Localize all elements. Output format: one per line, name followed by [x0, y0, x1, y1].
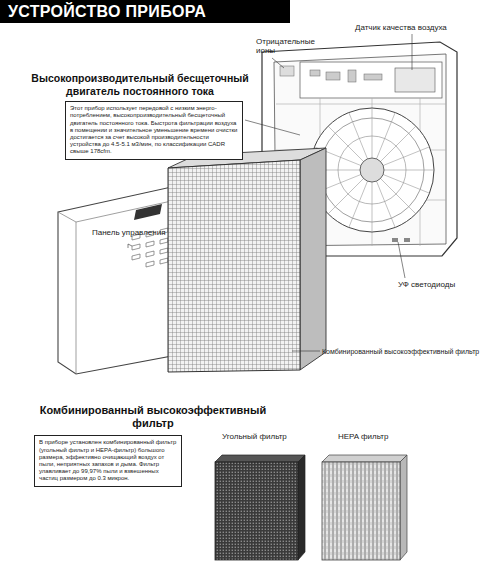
part-label: Отрицательные ионы	[256, 37, 314, 55]
combined-filter	[168, 148, 326, 372]
leader-line	[272, 58, 284, 68]
text-panel: Комбинированный высокоэффективный фильтр…	[34, 404, 272, 487]
text-panel: Высокопроизводительный бесщеточный двига…	[28, 72, 252, 160]
part-label: Комбинированный высокоэффективный фильтр	[322, 347, 500, 356]
component	[326, 72, 340, 80]
brand-logo	[134, 204, 162, 220]
panel-heading: Комбинированный высокоэффективный фильтр	[34, 404, 272, 430]
fan-ring	[310, 108, 434, 232]
filter-front	[168, 160, 300, 372]
part-label: УФ светодиоды	[398, 280, 488, 289]
fan-spokes	[310, 108, 434, 232]
leader-line	[292, 351, 320, 352]
air-sensor	[395, 68, 435, 92]
part-label: HEPA фильтр	[338, 432, 428, 441]
leader-line	[412, 34, 413, 70]
uv-led	[404, 238, 410, 242]
carbon-face	[215, 462, 298, 560]
component	[348, 70, 356, 82]
hepa-filter	[322, 455, 407, 560]
component	[310, 70, 320, 76]
panel-body: Этот прибор использует передовой с низки…	[65, 101, 243, 159]
panel-heading: Высокопроизводительный бесщеточный двига…	[28, 72, 252, 97]
component	[364, 74, 382, 80]
panel-edge	[58, 200, 176, 374]
title-band: УСТРОЙСТВО ПРИБОРА	[0, 0, 290, 23]
leader-line	[128, 244, 132, 248]
ion-emitter	[280, 66, 294, 76]
panel-body: В приборе установлен комбинированный фил…	[34, 435, 182, 486]
filter-side	[300, 148, 326, 370]
part-label: Датчик качества воздуха	[355, 23, 475, 32]
hepa-face	[322, 462, 400, 560]
leader-line	[398, 242, 405, 278]
part-label: Угольный фильтр	[222, 432, 312, 441]
carbon-filter	[215, 455, 305, 560]
motor-hub	[360, 158, 384, 182]
uv-led	[392, 238, 398, 242]
circuit-board	[300, 62, 442, 98]
leader-line	[245, 120, 300, 135]
part-label: Панель управления	[92, 228, 182, 237]
